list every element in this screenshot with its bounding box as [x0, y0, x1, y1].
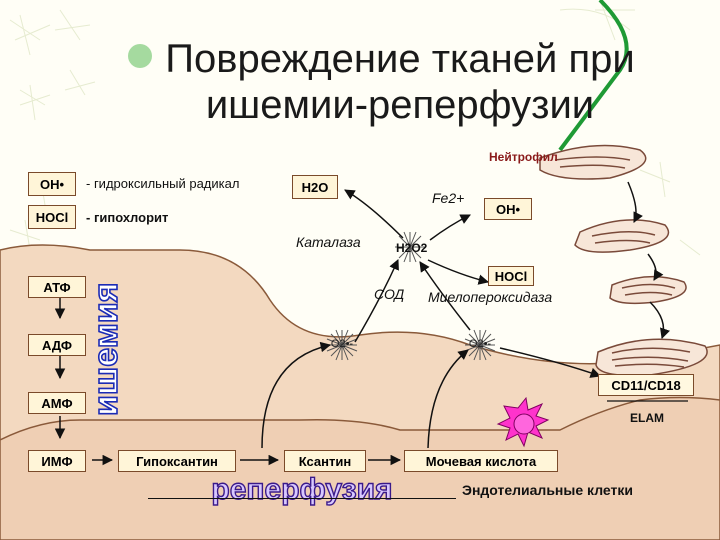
- atp-box: АТФ: [28, 276, 86, 298]
- superoxide-burst-2: [464, 329, 496, 361]
- hocl-description: - гипохлорит: [86, 210, 169, 225]
- reperfusion-text: реперфузия: [211, 473, 392, 506]
- uric-acid-box: Мочевая кислота: [404, 450, 558, 472]
- xanthine-box: Ксантин: [284, 450, 366, 472]
- amp-label: АМФ: [41, 395, 73, 411]
- endothelium-label: Эндотелиальные клетки: [462, 482, 633, 498]
- flower-icon: [128, 44, 152, 68]
- oh-radical-box: OH•: [28, 172, 76, 196]
- peroxide-label: H2O2: [396, 241, 428, 255]
- stem-decoration: [558, 0, 629, 152]
- peroxide-burst: [395, 231, 425, 263]
- hocl-right-label: HOCl: [494, 268, 528, 284]
- hocl-box: HOCl: [28, 205, 76, 229]
- adp-label: АДФ: [41, 337, 73, 353]
- reperfusion-underline: [148, 498, 456, 499]
- oh-description: - гидроксильный радикал: [86, 176, 240, 191]
- water-box: H2O: [292, 175, 338, 199]
- hocl-right-box: HOCl: [488, 266, 534, 286]
- reperfusion-label: реперфузия: [211, 472, 394, 506]
- title-line-2: ишемии-реперфузии: [205, 83, 595, 127]
- activated-cell: [513, 413, 535, 435]
- hocl-symbol: HOCl: [35, 209, 69, 225]
- cd-marker-box: CD11/CD18: [598, 374, 694, 396]
- neutrophil-label: Нейтрофил: [489, 150, 558, 164]
- imp-label: ИМФ: [41, 453, 73, 469]
- hypoxanthine-box: Гипоксантин: [118, 450, 236, 472]
- catalase-label: Каталаза: [296, 234, 361, 250]
- superoxide-burst-1: [326, 329, 358, 361]
- uric-acid-label: Мочевая кислота: [425, 453, 537, 469]
- title-line-1: Повреждение тканей при: [165, 37, 635, 81]
- oh-symbol: OH•: [39, 176, 65, 192]
- atp-label: АТФ: [43, 279, 71, 295]
- iron-label: Fe2+: [432, 190, 465, 206]
- oh-right-label: OH•: [495, 201, 521, 217]
- oh-right-box: OH•: [484, 198, 532, 220]
- slide-title: Повреждение тканей при ишемии-реперфузии: [100, 36, 700, 128]
- xanthine-label: Ксантин: [298, 453, 352, 469]
- sod-label: СОД: [374, 286, 405, 302]
- cd-marker-label: CD11/CD18: [611, 377, 681, 393]
- elam-label: ELAM: [630, 411, 664, 425]
- ischemia-label: ишемия: [92, 282, 126, 417]
- amp-box: АМФ: [28, 392, 86, 414]
- adp-box: АДФ: [28, 334, 86, 356]
- water-label: H2O: [301, 179, 329, 195]
- neutrophil-cells: [539, 144, 708, 377]
- mpo-label: Миелопероксидаза: [428, 289, 553, 305]
- hypoxanthine-label: Гипоксантин: [136, 453, 218, 469]
- imp-box: ИМФ: [28, 450, 86, 472]
- superoxide-1-label: O2•-: [330, 338, 354, 350]
- ischemia-text: ишемия: [92, 282, 125, 416]
- superoxide-2-label: O2•-: [468, 338, 492, 350]
